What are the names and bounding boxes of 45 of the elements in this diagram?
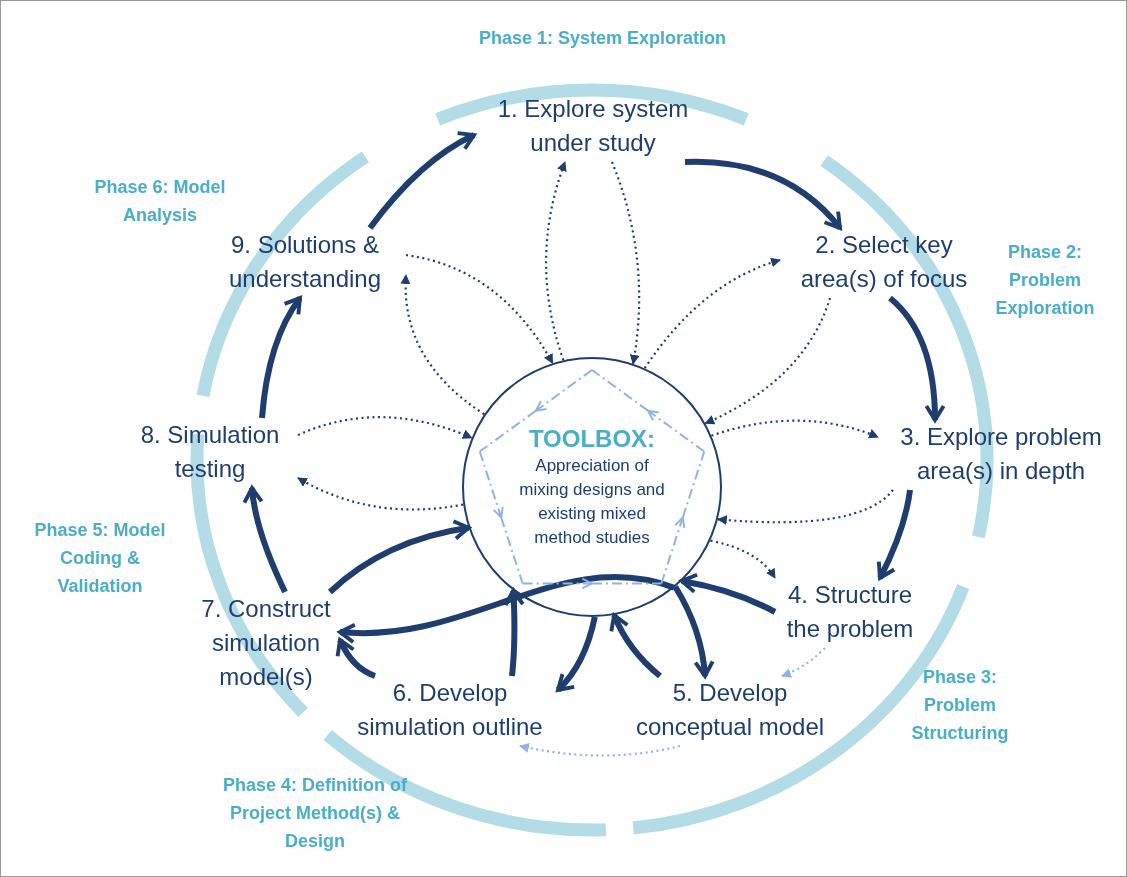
dotted-arrow (781, 647, 826, 678)
dotted-arrow (610, 161, 641, 365)
arrow (679, 573, 777, 615)
dotted-arrow (519, 742, 681, 757)
arrow (609, 613, 662, 679)
arrow (328, 519, 471, 595)
arrow (503, 588, 525, 677)
dotted-arrow (545, 161, 567, 361)
dotted-arrow (297, 477, 464, 511)
phase-label: Phase 4: Definition of Project Method(s) & Design (222, 774, 408, 853)
arrow (259, 296, 303, 419)
step-label: 6. Develop simulation outline (342, 676, 558, 746)
step-label: 2. Select key area(s) of focus (780, 228, 988, 298)
arrow (888, 295, 946, 422)
dotted-arrow (710, 539, 776, 579)
step-label: 7. Construct simulation model(s) (192, 592, 340, 698)
phase-label: Phase 5: Model Coding & Validation (33, 519, 167, 598)
step-label: 5. Develop conceptual model (612, 676, 848, 746)
dotted-arrow (716, 489, 894, 525)
phase-label: Phase 3: Problem Structuring (910, 666, 1010, 745)
arrow (336, 638, 377, 679)
arrow (672, 585, 715, 678)
toolbox-heading: TOOLBOX: (528, 424, 656, 454)
step-label: 4. Structure the problem (775, 578, 925, 648)
arrow (684, 158, 843, 230)
dotted-arrow (711, 419, 879, 439)
arrow (555, 616, 598, 693)
step-label: 3. Explore problem area(s) in depth (878, 420, 1124, 490)
toolbox-description: Appreciation of mixing designs and existing mixed method studies (518, 455, 666, 549)
arrow (242, 486, 288, 594)
arrow (338, 574, 676, 644)
dotted-arrow (704, 297, 832, 425)
arrow (876, 489, 913, 580)
toolbox-circle (462, 357, 722, 617)
dotted-arrow (405, 253, 554, 364)
step-label: 9. Solutions & understanding (204, 228, 406, 298)
dotted-arrow (643, 258, 781, 369)
step-label: 1. Explore system under study (474, 92, 712, 162)
dotted-arrow (297, 416, 473, 440)
phase-label: Phase 6: Model Analysis (93, 176, 227, 227)
phase-label: Phase 1: System Exploration (477, 27, 728, 50)
step-label: 8. Simulation testing (122, 418, 298, 488)
phase-label: Phase 2: Problem Exploration (994, 241, 1096, 320)
dotted-arrow (400, 274, 485, 416)
arrow (367, 131, 476, 230)
